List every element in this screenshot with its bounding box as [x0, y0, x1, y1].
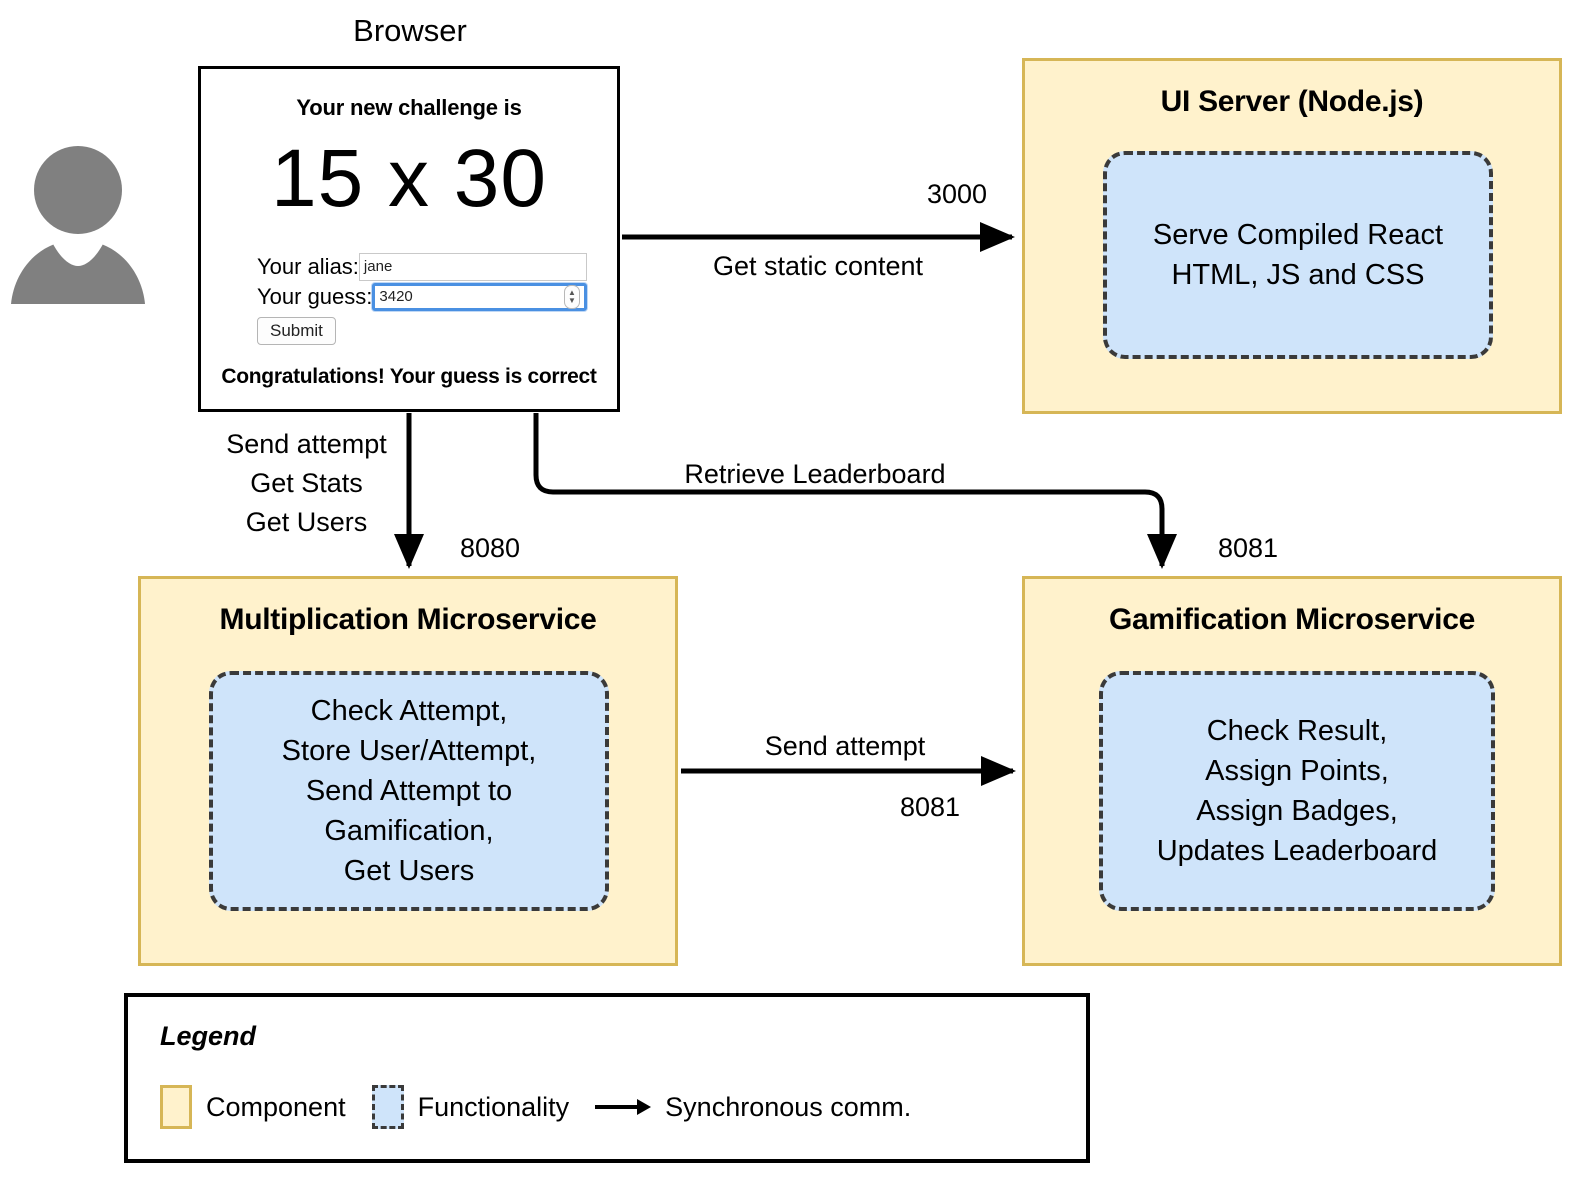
legend-label-synchronous-comm: Synchronous comm.: [665, 1092, 912, 1122]
alias-input[interactable]: jane: [358, 253, 587, 281]
component-title-multiplication: Multiplication Microservice: [219, 603, 597, 636]
submit-button[interactable]: Submit: [257, 317, 336, 345]
functionality-swatch-icon: [371, 1085, 404, 1129]
edge-label-send-attempt-get-stats-get-users: Send attempt Get Stats Get Users: [226, 429, 387, 537]
user-avatar-icon: [11, 146, 145, 304]
component-title-ui-server: UI Server (Node.js): [1160, 85, 1424, 118]
edge-port-3000: 3000: [926, 179, 988, 209]
legend-item-functionality: Functionality: [371, 1085, 570, 1129]
legend: Legend Component Functionality Synchrono…: [124, 993, 1090, 1163]
component-gamification-microservice: Gamification Microservice Check Result, …: [1022, 576, 1562, 966]
alias-label: Your alias:: [257, 254, 359, 279]
number-stepper-icon[interactable]: ▲ ▼: [564, 285, 580, 309]
alias-row: Your alias: jane: [257, 253, 587, 281]
guess-label: Your guess:: [257, 284, 373, 309]
guess-form: Your alias: jane Your guess: 3420 ▲ ▼ Su…: [257, 253, 587, 345]
guess-input[interactable]: 3420 ▲ ▼: [372, 283, 587, 311]
legend-title: Legend: [160, 1021, 257, 1051]
browser-window: Your new challenge is 15 x 30 Your alias…: [198, 66, 620, 412]
legend-label-component: Component: [206, 1092, 346, 1122]
challenge-value: 15 x 30: [271, 133, 547, 224]
challenge-label: Your new challenge is: [296, 95, 522, 120]
guess-input-value: 3420: [379, 288, 413, 305]
edge-port-8081-browser: 8081: [1217, 533, 1279, 563]
component-multiplication-microservice: Multiplication Microservice Check Attemp…: [138, 576, 678, 966]
legend-item-component: Component: [160, 1085, 346, 1129]
component-title-gamification: Gamification Microservice: [1109, 603, 1475, 636]
edge-label-retrieve-leaderboard: Retrieve Leaderboard: [684, 459, 946, 489]
user-actor: [8, 138, 148, 308]
legend-items: Component Functionality Synchronous comm…: [160, 1085, 937, 1129]
legend-item-synchronous-comm: Synchronous comm.: [595, 1090, 911, 1124]
component-swatch-icon: [160, 1085, 192, 1129]
functionality-ui-server: Serve Compiled React HTML, JS and CSS: [1103, 151, 1493, 359]
legend-label-functionality: Functionality: [417, 1092, 570, 1122]
functionality-multiplication: Check Attempt, Store User/Attempt, Send …: [209, 671, 609, 911]
edge-label-get-static-content: Get static content: [712, 251, 924, 281]
edge-label-send-attempt: Send attempt: [764, 731, 926, 761]
guess-row: Your guess: 3420 ▲ ▼: [257, 283, 587, 311]
browser-title: Browser: [353, 13, 467, 48]
functionality-gamification: Check Result, Assign Points, Assign Badg…: [1099, 671, 1495, 911]
result-message: Congratulations! Your guess is correct: [221, 365, 597, 388]
arrow-right-icon: [595, 1099, 652, 1115]
edge-port-8080: 8080: [459, 533, 521, 563]
component-ui-server: UI Server (Node.js) Serve Compiled React…: [1022, 58, 1562, 414]
edge-port-8081-multiplication: 8081: [899, 792, 961, 822]
